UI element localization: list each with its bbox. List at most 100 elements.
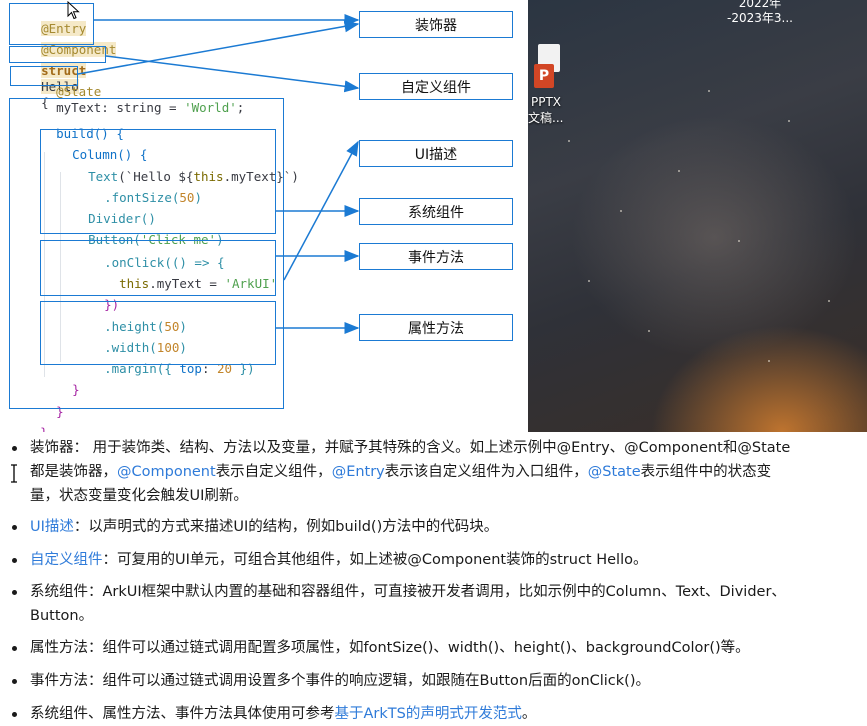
entry-decorator: @Entry bbox=[41, 21, 87, 36]
text-fn: Text bbox=[88, 169, 119, 184]
onclick-call: .onClick(() => { bbox=[104, 255, 225, 270]
bullet-icon bbox=[12, 679, 17, 684]
button-str: 'Click me' bbox=[140, 232, 217, 247]
bullet-icon bbox=[12, 558, 17, 563]
item1-text-d: 表示组件中的状态变 bbox=[640, 464, 772, 480]
code-diagram: @Entry @Component struct Hello { @State … bbox=[0, 0, 528, 432]
list-item-event-method: 事件方法：组件可以通过链式调用设置多个事件的响应逻辑，如跟随在Button后面的… bbox=[30, 673, 650, 689]
assign-field: .myText = bbox=[149, 276, 225, 291]
arrow-decorator-2 bbox=[77, 20, 360, 75]
state-var-end: ; bbox=[236, 100, 245, 115]
fontsize-end: ) bbox=[194, 190, 202, 205]
ppt-file-icon[interactable]: P bbox=[534, 44, 564, 90]
bullet-icon bbox=[12, 646, 17, 651]
system-component-box bbox=[40, 129, 276, 234]
margin-colon: : bbox=[201, 361, 218, 376]
arrow-custom-component bbox=[105, 55, 360, 93]
item7-text: 系统组件、属性方法、事件方法具体使用可参考 bbox=[30, 706, 335, 722]
label-ui-description: UI描述 bbox=[359, 140, 513, 167]
state-link[interactable]: @State bbox=[587, 464, 641, 480]
bullet-icon bbox=[12, 590, 17, 595]
text-cursor-icon bbox=[11, 464, 17, 483]
code-line-height: .height(50) bbox=[74, 303, 187, 351]
code-line-close-column: } bbox=[42, 366, 80, 414]
star bbox=[738, 240, 740, 242]
component-link[interactable]: @Component bbox=[117, 464, 216, 480]
button-end: ) bbox=[216, 232, 224, 247]
item1-text-c: 表示该自定义组件为入口组件， bbox=[384, 464, 588, 480]
list-item-custom-component: 自定义组件：可复用的UI单元，可组合其他组件，如上述被@Component装饰的… bbox=[30, 548, 860, 572]
state-var-value: 'World' bbox=[184, 100, 237, 115]
list-item-system-component: 系统组件：ArkUI框架中默认内置的基础和容器组件，可直接被开发者调用，比如示例… bbox=[30, 580, 860, 628]
state-box bbox=[10, 66, 78, 86]
code-line-state: @State myText: string = 'World'; bbox=[26, 68, 244, 132]
item2-text: ：以声明式的方式来描述UI的结构，例如build()方法中的代码块。 bbox=[73, 519, 499, 535]
star bbox=[708, 90, 710, 92]
code-line-assign: this.myText = 'ArkUI' bbox=[89, 260, 277, 308]
desktop-date-line1: 2022年 bbox=[738, 0, 782, 10]
code-line-entry: @Entry bbox=[11, 5, 87, 53]
struct-name: Hello bbox=[41, 79, 79, 94]
bullet-icon bbox=[12, 446, 17, 451]
width-end: ) bbox=[179, 340, 187, 355]
desktop-background: 2022年 -2023年3... P PPTX 文稿... bbox=[528, 0, 867, 432]
label-attribute-method: 属性方法 bbox=[359, 314, 513, 341]
item1-line2: 都是装饰器，@Component表示自定义组件，@Entry表示该自定义组件为入… bbox=[30, 460, 860, 484]
description-list: 装饰器： 用于装饰类、结构、方法以及变量，并赋予其特殊的含义。如上述示例中@En… bbox=[0, 432, 867, 725]
list-item-decorator: 装饰器： 用于装饰类、结构、方法以及变量，并赋予其特殊的含义。如上述示例中@En… bbox=[30, 436, 860, 508]
width-method: .width( bbox=[104, 340, 157, 355]
ui-description-link[interactable]: UI描述 bbox=[30, 519, 74, 535]
code-line-close-build: } bbox=[26, 388, 64, 432]
state-var-type: : string = bbox=[101, 100, 185, 115]
width-num: 100 bbox=[156, 340, 180, 355]
attribute-method-box bbox=[40, 301, 276, 365]
code-line-divider: Divider() bbox=[58, 195, 156, 243]
star bbox=[828, 300, 830, 302]
height-end: ) bbox=[179, 319, 187, 334]
text-field: .myText bbox=[223, 169, 277, 184]
list-item-attribute-method: 属性方法：组件可以通过链式调用配置多项属性，如fontSize()、width(… bbox=[30, 640, 750, 656]
code-line-component: @Component bbox=[11, 26, 117, 74]
file-label-line2[interactable]: 文稿... bbox=[528, 111, 564, 125]
connector-arrows bbox=[77, 14, 360, 334]
star bbox=[568, 140, 570, 142]
star bbox=[788, 120, 790, 122]
code-line-close-struct: } bbox=[10, 409, 48, 432]
height-method: .height( bbox=[104, 319, 165, 334]
label-custom-component: 自定义组件 bbox=[359, 73, 513, 100]
assign-this: this bbox=[119, 276, 150, 291]
list-item-reference: 系统组件、属性方法、事件方法具体使用可参考基于ArkTS的声明式开发范式。 bbox=[30, 702, 860, 726]
arkts-declarative-link[interactable]: 基于ArkTS的声明式开发范式 bbox=[334, 706, 522, 722]
entry-link[interactable]: @Entry bbox=[331, 464, 385, 480]
code-line-width: .width(100) bbox=[74, 324, 187, 372]
indent-guide bbox=[60, 172, 61, 362]
custom-component-link[interactable]: 自定义组件 bbox=[30, 552, 103, 568]
struct-box bbox=[9, 46, 106, 63]
onclick-close: }) bbox=[104, 297, 120, 312]
fontsize-num: 50 bbox=[179, 190, 195, 205]
state-decorator: @State bbox=[56, 84, 102, 99]
close-brace: } bbox=[40, 425, 48, 432]
bullet-icon bbox=[12, 712, 17, 717]
text-end: }`) bbox=[276, 169, 299, 184]
button-fn: Button( bbox=[88, 232, 141, 247]
mouse-cursor-icon bbox=[67, 1, 80, 20]
code-line-button: Button('Click me') bbox=[58, 216, 224, 264]
star bbox=[768, 360, 770, 362]
file-label-line1[interactable]: PPTX bbox=[531, 95, 562, 109]
indent-guide bbox=[44, 152, 45, 377]
code-line-column: Column() { bbox=[42, 131, 147, 179]
ui-description-box bbox=[9, 98, 284, 409]
code-line-fontsize: .fontSize(50) bbox=[74, 174, 202, 222]
code-line-close-onclick: }) bbox=[74, 281, 119, 329]
star bbox=[648, 330, 650, 332]
label-event-method: 事件方法 bbox=[359, 243, 513, 270]
item4-line1: 系统组件：ArkUI框架中默认内置的基础和容器组件，可直接被开发者调用，比如示例… bbox=[30, 584, 786, 600]
list-item-ui-description: UI描述：以声明式的方式来描述UI的结构，例如build()方法中的代码块。 bbox=[30, 515, 860, 539]
star bbox=[678, 170, 680, 172]
close-brace: } bbox=[72, 382, 80, 397]
ppt-badge: P bbox=[534, 64, 554, 88]
event-method-box bbox=[40, 240, 276, 296]
item7-end: 。 bbox=[521, 706, 537, 722]
item4-line2: Button。 bbox=[30, 608, 94, 624]
